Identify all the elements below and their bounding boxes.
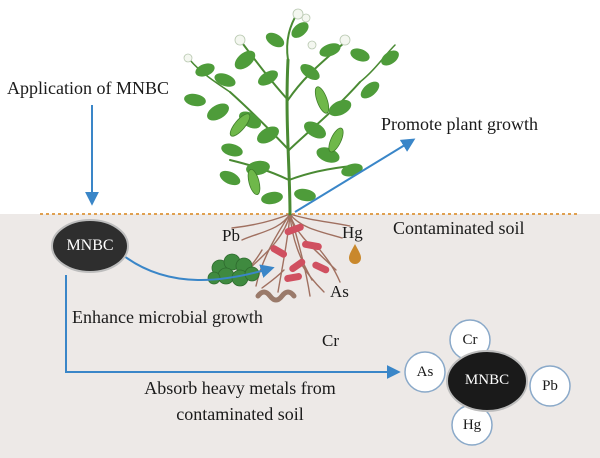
mnbc-complex xyxy=(404,319,571,446)
soil-metal-hg: Hg xyxy=(342,223,363,242)
soil-metal-as: As xyxy=(330,282,349,301)
bound-pb-circle xyxy=(529,365,571,407)
soil-metal-cr: Cr xyxy=(322,331,339,350)
arrow-absorb-metals xyxy=(65,275,401,379)
bound-metal-as: As xyxy=(416,364,434,380)
hg-droplet xyxy=(349,244,361,264)
label-contaminated-soil: Contaminated soil xyxy=(393,218,525,238)
soil-bacteria xyxy=(270,223,330,282)
label-enhance-microbial: Enhance microbial growth xyxy=(72,307,263,327)
plant-flowers xyxy=(183,8,351,63)
plant-pods xyxy=(229,86,344,196)
bound-metal-pb: Pb xyxy=(542,378,558,394)
arrow-enhance-microbes xyxy=(123,255,275,282)
mnbc-source-label: MNBC xyxy=(66,237,114,254)
label-absorb-line2: contaminated soil xyxy=(176,404,304,424)
bound-metal-cr: Cr xyxy=(462,332,478,348)
arrow-promote-growth xyxy=(294,138,416,213)
plant-roots xyxy=(231,213,351,297)
plant-leaves xyxy=(184,22,399,205)
bound-metal-hg: Hg xyxy=(462,417,482,433)
mnbc-complex-label: MNBC xyxy=(464,372,510,388)
mnbc-source-ellipse xyxy=(51,219,129,273)
label-absorb-line1: Absorb heavy metals from xyxy=(144,378,336,398)
microbe-cluster xyxy=(207,253,260,287)
label-promote-growth: Promote plant growth xyxy=(381,114,538,134)
mnbc-complex-ellipse xyxy=(446,350,528,412)
soil-metal-pb: Pb xyxy=(222,226,240,245)
label-application: Application of MNBC xyxy=(7,78,169,98)
soil-worm xyxy=(255,289,297,303)
bound-as-circle xyxy=(404,351,446,393)
